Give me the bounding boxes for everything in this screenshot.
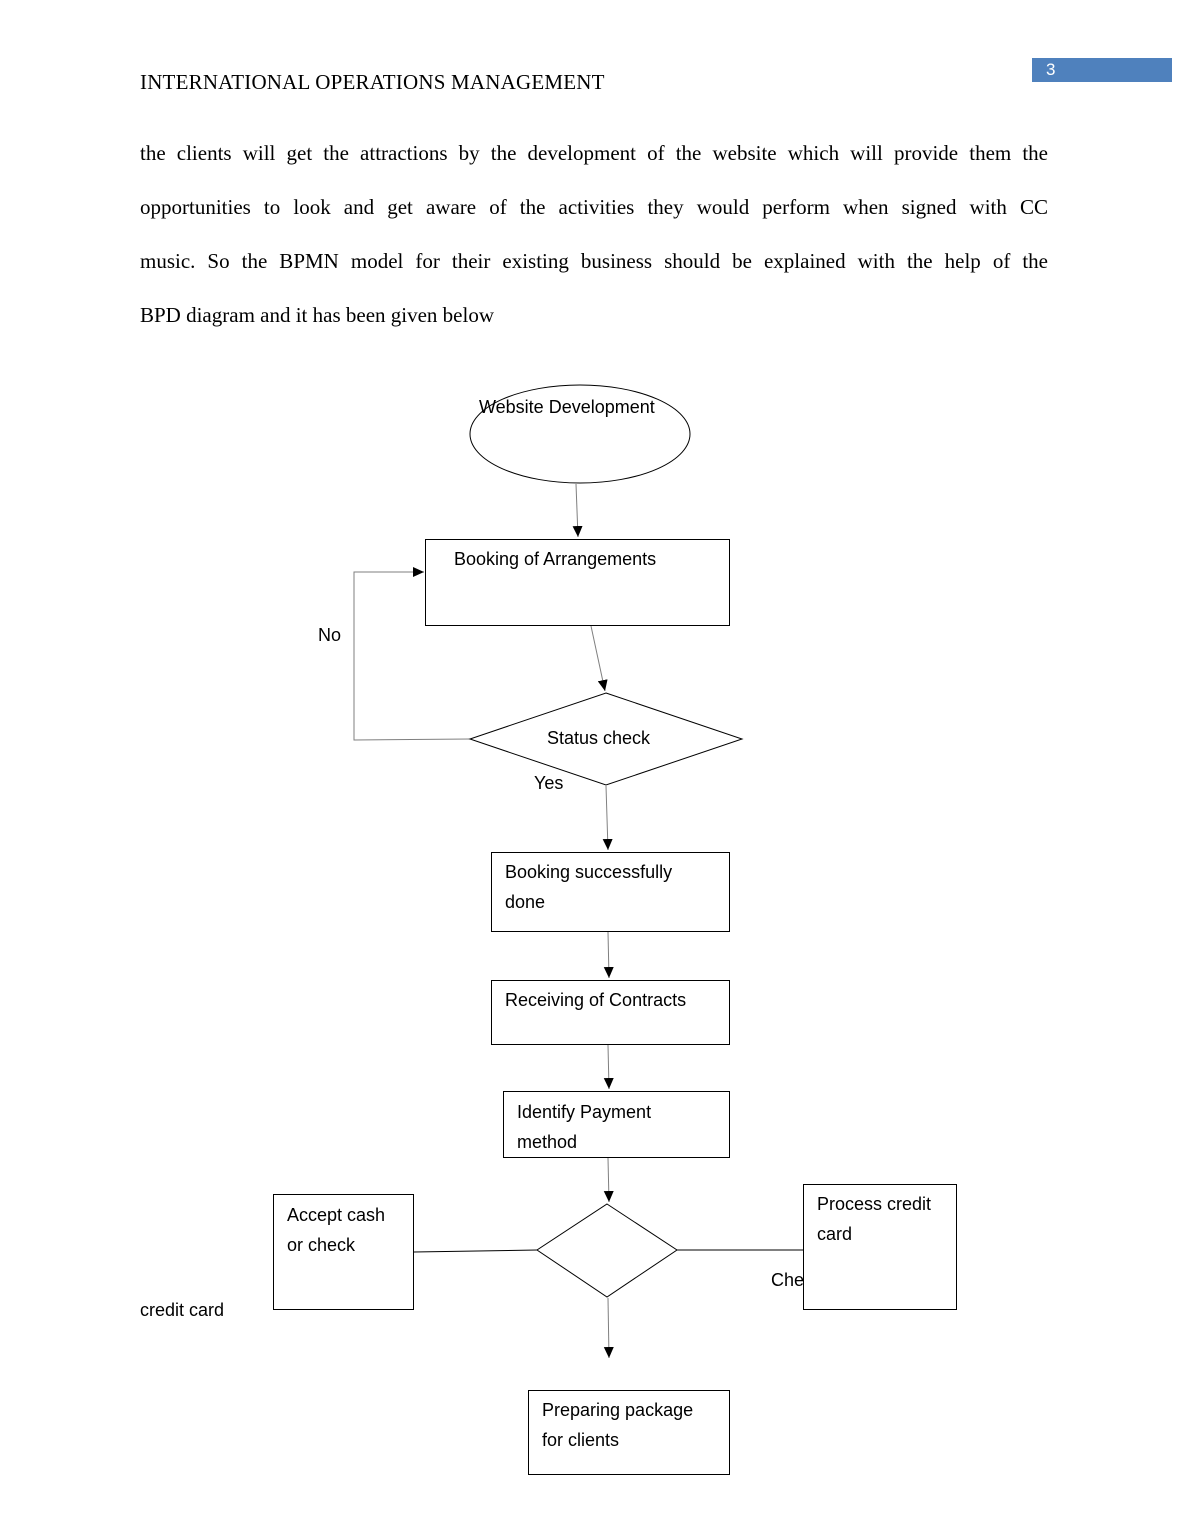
booking-success-box xyxy=(491,852,730,932)
contracts-box xyxy=(491,980,730,1045)
cash-branch-line xyxy=(413,1249,538,1253)
page-number-badge: 3 xyxy=(1032,58,1172,82)
connector-arrow xyxy=(603,1297,614,1359)
body-paragraph: the clients will get the attractions by … xyxy=(140,126,1048,342)
connector-arrow xyxy=(572,483,583,538)
credit-card-label: credit card xyxy=(140,1300,224,1320)
contracts-label: Receiving of Contracts xyxy=(505,990,686,1010)
booking-success-label: done xyxy=(505,892,545,912)
booking-success-label: Booking successfully xyxy=(505,862,672,882)
connector-arrow xyxy=(590,625,608,692)
status-gateway-diamond xyxy=(468,692,744,786)
package-label: Preparing package xyxy=(542,1400,693,1420)
process-credit-label: Process credit xyxy=(817,1194,931,1214)
yes-branch-label: Yes xyxy=(534,773,563,793)
body-line: the clients will get the attractions by … xyxy=(140,141,1048,165)
payment-gateway-diamond xyxy=(536,1203,678,1298)
payment-method-label: Identify Payment xyxy=(517,1102,651,1122)
payment-method-label: method xyxy=(517,1132,577,1152)
body-line: BPD diagram and it has been given below xyxy=(140,303,495,327)
running-header: INTERNATIONAL OPERATIONS MANAGEMENT xyxy=(140,70,605,94)
booking-task-box xyxy=(425,539,730,626)
status-gateway-label: Status check xyxy=(547,728,651,748)
connector-arrow xyxy=(602,785,613,851)
booking-task-label: Booking of Arrangements xyxy=(454,549,656,569)
connector-arrow xyxy=(603,1044,614,1090)
no-loop-connector xyxy=(353,567,471,741)
body-line: music. So the BPMN model for their exist… xyxy=(140,249,1048,273)
start-event-ellipse xyxy=(469,384,691,484)
accept-cash-label: Accept cash xyxy=(287,1205,385,1225)
package-box xyxy=(528,1390,730,1475)
accept-cash-label: or check xyxy=(287,1235,356,1255)
payment-method-box xyxy=(503,1091,730,1158)
process-credit-label: card xyxy=(817,1224,852,1244)
process-credit-box xyxy=(803,1184,957,1310)
connector-arrow xyxy=(603,931,614,979)
no-branch-label: No xyxy=(318,625,341,645)
connector-arrow xyxy=(603,1157,614,1203)
check-branch-label: Che xyxy=(771,1270,804,1290)
accept-cash-box xyxy=(273,1194,414,1310)
body-line: opportunities to look and get aware of t… xyxy=(140,195,1048,219)
package-label: for clients xyxy=(542,1430,619,1450)
start-event-label: Website Development xyxy=(479,397,655,417)
